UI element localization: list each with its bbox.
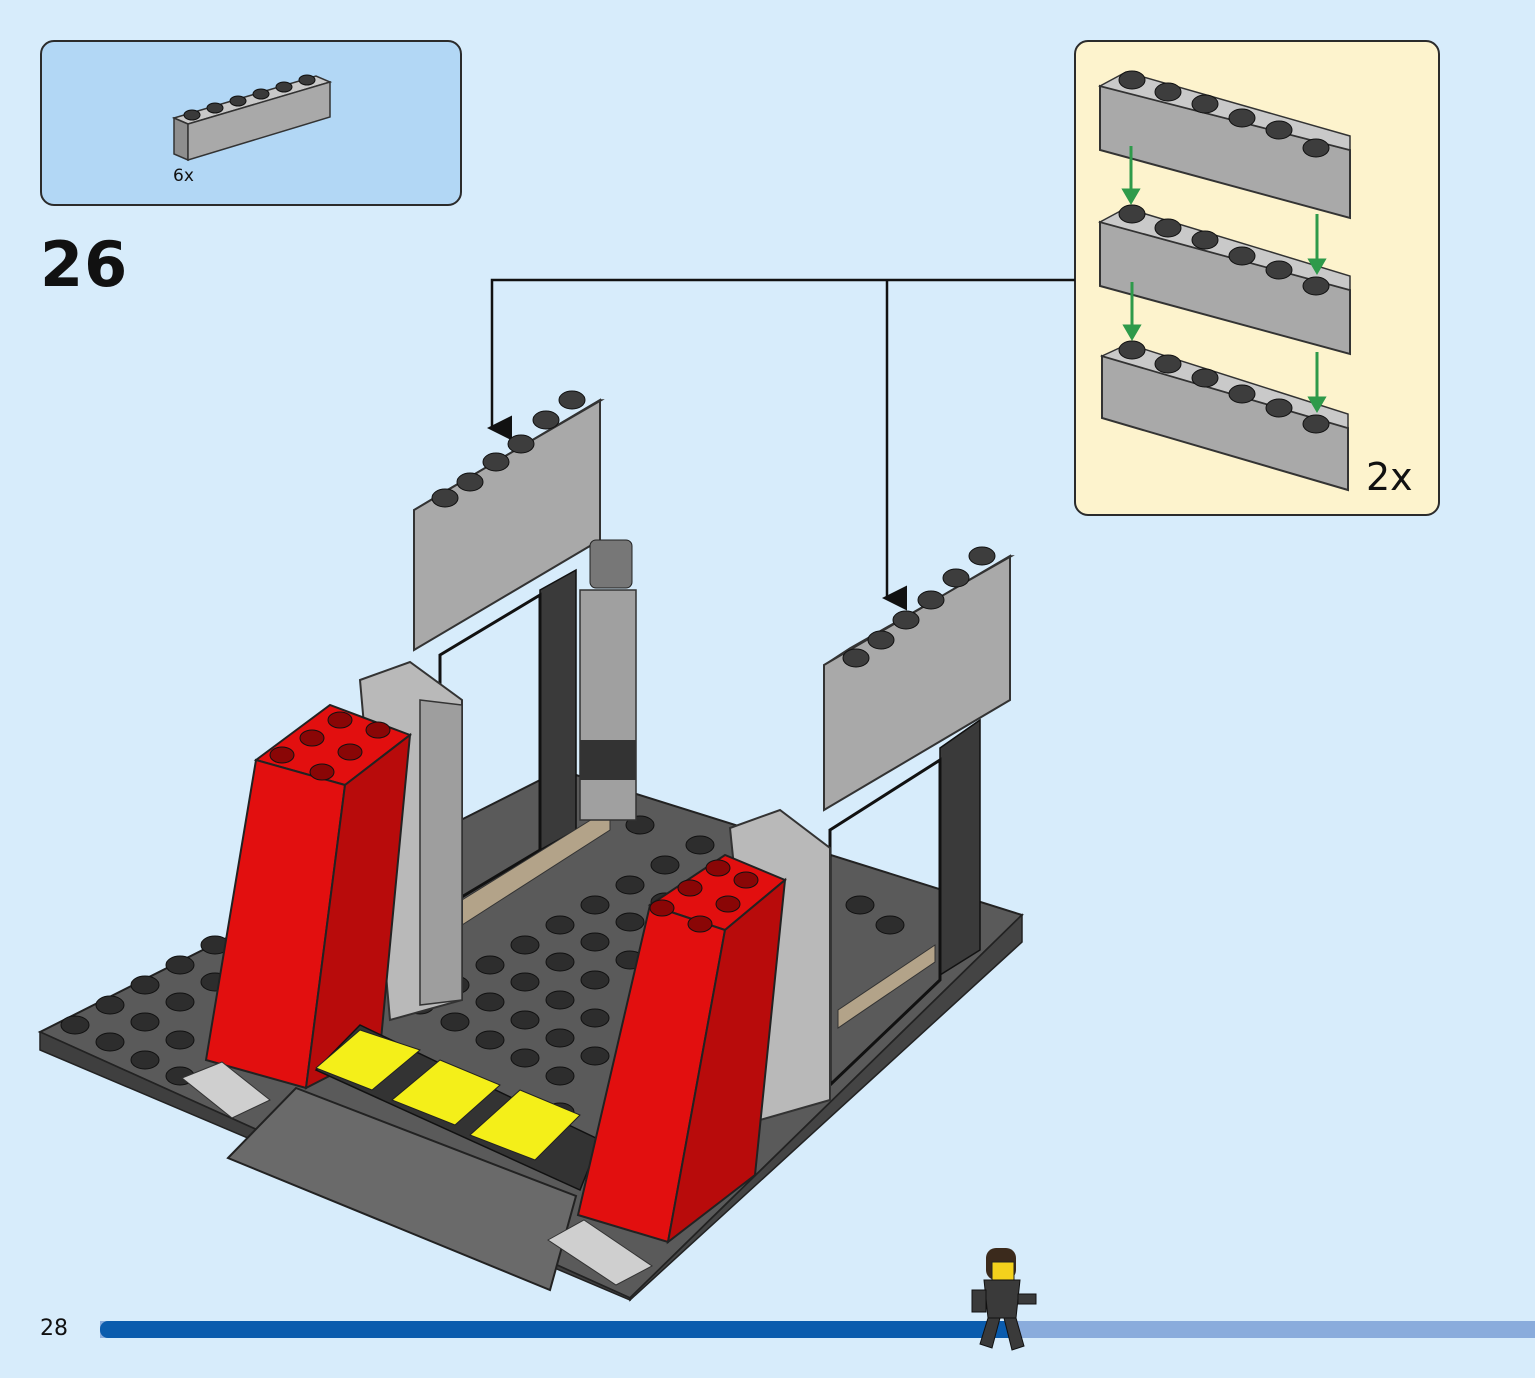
- model-illustration: [37, 390, 1024, 1302]
- minifigure-icon: [971, 1248, 1037, 1351]
- subassembly-multiplier: 2x: [1366, 455, 1413, 499]
- step-number: 26: [40, 228, 129, 301]
- parts-count: 6x: [173, 166, 194, 186]
- parts-brick-icon: [171, 74, 333, 162]
- placement-arrows: [487, 278, 1075, 611]
- page-number: 28: [40, 1316, 68, 1341]
- progress-bar: [100, 1321, 1535, 1338]
- subassembly-brick-stack-icon: [1097, 70, 1351, 492]
